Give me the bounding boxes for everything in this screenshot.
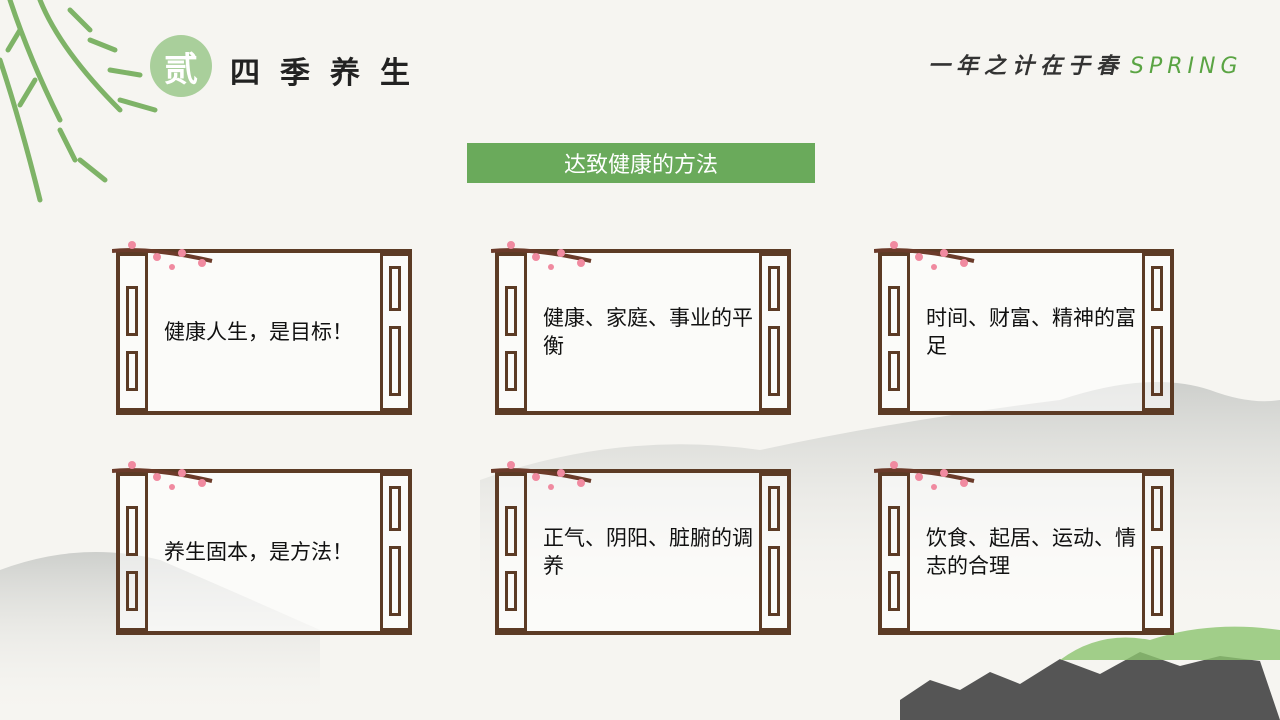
lattice-left	[499, 253, 527, 411]
blossom-branch-icon	[874, 241, 975, 270]
blossom-branch-icon	[112, 461, 213, 490]
section-number-badge: 贰	[150, 35, 212, 97]
lattice-right	[380, 473, 408, 631]
card-text: 时间、财富、精神的富足	[926, 306, 1136, 358]
card-text: 养生固本，是方法！	[164, 540, 353, 564]
blossom-branch-icon	[491, 461, 592, 490]
method-card: 健康人生，是目标！	[112, 241, 412, 415]
slogan-cn: 一年之计在于春	[928, 53, 1125, 79]
card-text: 饮食、起居、运动、情志的合理	[926, 526, 1136, 578]
lattice-left	[499, 473, 527, 631]
method-card: 正气、阴阳、脏腑的调养	[491, 461, 791, 635]
card-text: 健康、家庭、事业的平衡	[543, 306, 753, 358]
blossom-branch-icon	[874, 461, 975, 490]
lattice-right	[759, 473, 787, 631]
slogan-en: SPRING	[1130, 54, 1243, 79]
card-text: 健康人生，是目标！	[164, 320, 353, 344]
willow-decoration	[0, 0, 158, 203]
content-heading: 达致健康的方法	[467, 143, 815, 183]
lattice-left	[120, 253, 148, 411]
blossom-branch-icon	[112, 241, 213, 270]
lattice-left	[882, 253, 910, 411]
lattice-right	[759, 253, 787, 411]
blossom-branch-icon	[491, 241, 592, 270]
method-card: 养生固本，是方法！	[112, 461, 412, 635]
lattice-right	[380, 253, 408, 411]
lattice-right	[1142, 253, 1170, 411]
method-card: 健康、家庭、事业的平衡	[491, 241, 791, 415]
method-card: 时间、财富、精神的富足	[874, 241, 1174, 415]
card-text: 正气、阴阳、脏腑的调养	[543, 526, 753, 578]
lattice-left	[120, 473, 148, 631]
lattice-right	[1142, 473, 1170, 631]
section-title: 四季养生	[230, 56, 430, 91]
method-card: 饮食、起居、运动、情志的合理	[874, 461, 1174, 635]
lattice-left	[882, 473, 910, 631]
